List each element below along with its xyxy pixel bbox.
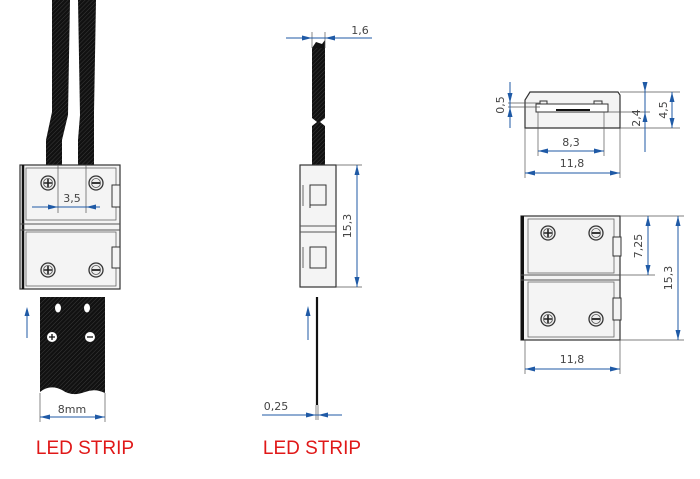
- side-view: 1,6 15,3 0,25 LED STRIP: [262, 24, 372, 459]
- minus-screw-icon: [588, 311, 604, 327]
- dim-length: 15,3: [662, 266, 675, 291]
- dim-strip-thickness: 0,25: [264, 400, 289, 413]
- dim-width: 11,8: [560, 157, 585, 170]
- plus-screw-icon: [40, 262, 56, 278]
- plus-pad-icon: [47, 332, 57, 342]
- wire-right: [78, 0, 96, 165]
- front-view: 3,5 8mm LED STRIP: [19, 0, 134, 459]
- led-strip: [40, 297, 105, 395]
- led-strip-label: LED STRIP: [263, 438, 361, 459]
- latch-tab: [612, 297, 622, 321]
- plus-screw-icon: [40, 175, 56, 191]
- connector-body: [520, 215, 621, 341]
- minus-screw-icon: [588, 225, 604, 241]
- top-view: 7,25 15,3 11,8: [520, 215, 684, 374]
- wire: [312, 48, 325, 165]
- dim-height: 15,3: [341, 214, 354, 239]
- latch-tab: [612, 236, 622, 257]
- dim-half: 7,25: [632, 234, 645, 259]
- dim-width: 11,8: [560, 353, 585, 366]
- dim-strip-width: 8mm: [58, 403, 86, 416]
- dim-channel-width: 8,3: [562, 136, 580, 149]
- connector-body: [19, 164, 121, 290]
- dim-total-height: 4,5: [657, 101, 670, 119]
- latch-tab: [111, 184, 121, 208]
- plus-screw-icon: [540, 311, 556, 327]
- wire-left: [46, 0, 70, 165]
- insert-arrow-icon: [305, 306, 311, 340]
- plus-screw-icon: [540, 225, 556, 241]
- insert-arrow-icon: [24, 307, 30, 338]
- minus-screw-icon: [88, 175, 104, 191]
- led-strip-label: LED STRIP: [36, 438, 134, 459]
- latch-tab: [111, 246, 121, 269]
- dim-pitch: 3,5: [63, 192, 81, 205]
- minus-screw-icon: [88, 262, 104, 278]
- end-view: 0,5 2,4 4,5 8,3 11,8: [494, 82, 680, 178]
- dim-gap: 0,5: [494, 96, 507, 114]
- dim-channel-height: 2,4: [630, 109, 643, 127]
- dim-wire: 1,6: [351, 24, 369, 37]
- minus-pad-icon: [85, 332, 95, 342]
